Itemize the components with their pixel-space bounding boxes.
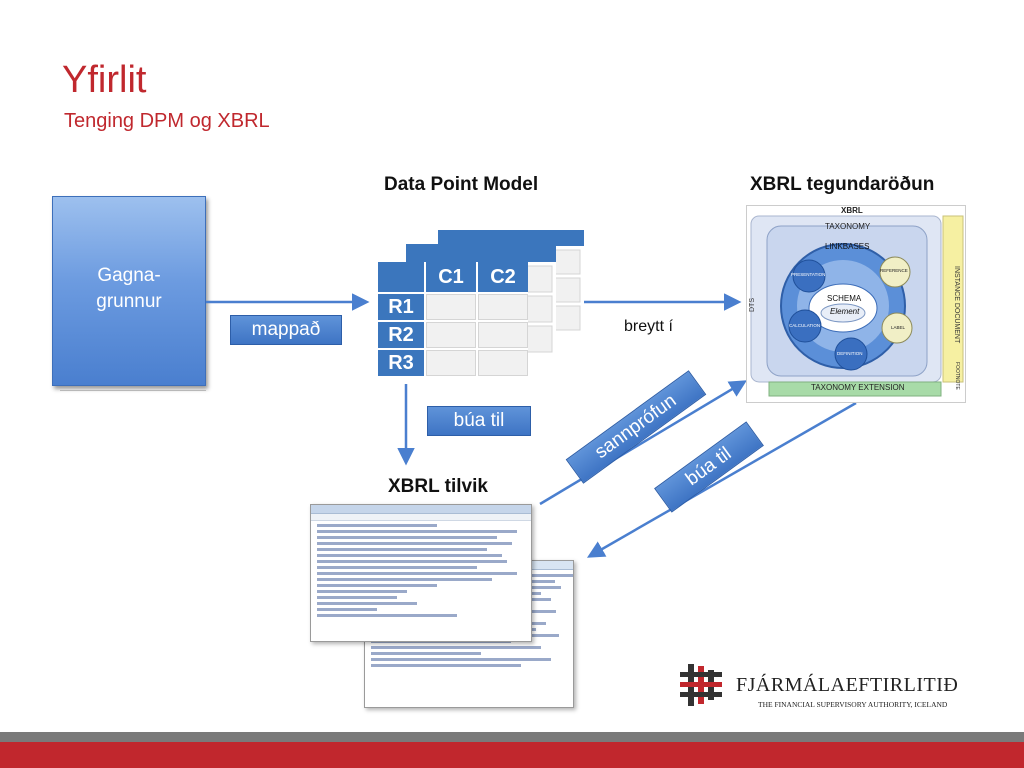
dpm-cell — [426, 322, 476, 348]
arrow-instance-to-xbrl — [539, 380, 748, 506]
dpm-row-header-2: R2 — [378, 322, 424, 348]
slide-subtitle: Tenging DPM og XBRL — [64, 110, 270, 132]
dpm-cell — [426, 350, 476, 376]
tax-extension-label: TAXONOMY EXTENSION — [811, 383, 905, 392]
tax-element-label: Element — [830, 307, 860, 316]
mappad-tag: mappað — [230, 315, 342, 345]
dpm-row-header-1: R1 — [378, 294, 424, 320]
tax-taxonomy-label: TAXONOMY — [825, 222, 871, 231]
dpm-corner-cell — [378, 262, 424, 292]
logo-mark-icon — [680, 664, 722, 706]
xbrl-taxonomy-heading: XBRL tegundaröðun — [750, 174, 935, 195]
xml-document-front — [310, 504, 532, 642]
bua-til-tag: búa til — [427, 406, 531, 436]
dpm-heading: Data Point Model — [384, 174, 539, 195]
footer-gray-bar — [0, 732, 1024, 742]
dpm-cell — [426, 294, 476, 320]
tax-schema-label: SCHEMA — [827, 294, 862, 303]
xbrl-taxonomy-diagram: XBRL TAXONOMY LINKBASES SCHEMA Element P… — [746, 205, 966, 403]
database-box: Gagna- grunnur — [52, 196, 206, 386]
tax-instance-document-label: INSTANCE DOCUMENT — [953, 266, 960, 344]
tax-calculation-label: CALCULATION — [789, 323, 821, 328]
tax-presentation-label: PRESENTATION — [791, 272, 826, 277]
logo-subtitle: THE FINANCIAL SUPERVISORY AUTHORITY, ICE… — [758, 700, 948, 709]
database-label-line1: Gagna- — [97, 265, 161, 286]
logo-name: FJÁRMÁLAEFTIRLITIÐ — [736, 674, 959, 696]
slide-title: Yfirlit — [62, 59, 147, 101]
tax-reference-label: REFERENCE — [880, 268, 908, 273]
tax-footnote-label: FOOTNOTE — [954, 362, 960, 390]
footer-red-bar — [0, 742, 1024, 768]
dpm-row-header-3: R3 — [378, 350, 424, 376]
xbrl-instance-heading: XBRL tilvik — [388, 476, 488, 497]
tax-dts-label: DTS — [749, 298, 756, 312]
tax-label-label: LABEL — [891, 325, 906, 330]
tax-header: XBRL — [841, 206, 863, 215]
database-label-line2: grunnur — [96, 291, 162, 312]
breytt-label: breytt í — [624, 318, 673, 335]
dpm-cell — [478, 294, 528, 320]
tax-definition-label: DEFINITION — [837, 351, 863, 356]
tax-linkbases-label: LINKBASES — [825, 242, 870, 251]
dpm-col-header-1: C1 — [426, 262, 476, 292]
dpm-cell — [478, 350, 528, 376]
dpm-cell — [478, 322, 528, 348]
arrow-xbrl-to-instance — [586, 401, 857, 558]
dpm-col-header-2: C2 — [478, 262, 528, 292]
dpm-front-table: C1 C2 R1 R2 R3 — [378, 262, 528, 378]
